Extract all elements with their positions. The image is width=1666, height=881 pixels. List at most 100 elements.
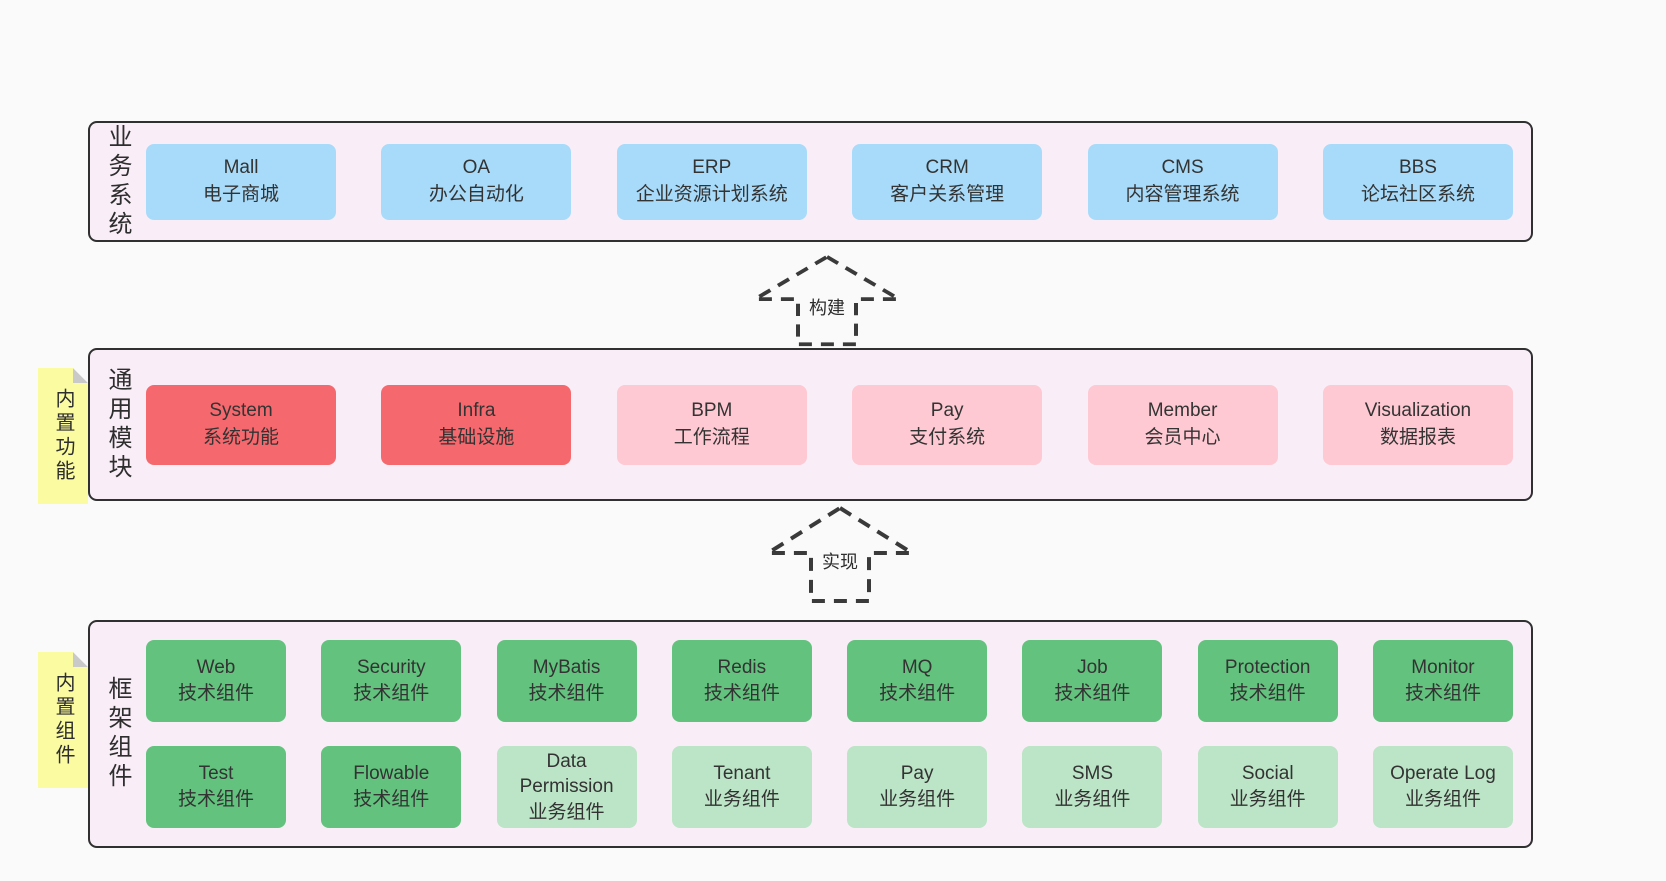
box-erp: ERP 企业资源计划系统 [616, 143, 807, 220]
box-test: Test 技术组件 [146, 746, 286, 828]
build-arrow-icon: 构建 [752, 254, 902, 348]
box-title: Member [1147, 399, 1218, 421]
box-flowable: Flowable 技术组件 [321, 746, 462, 828]
box-subtitle: 技术组件 [1229, 683, 1306, 704]
box-title: MyBatis [532, 657, 601, 679]
box-subtitle: 内容管理系统 [1125, 183, 1240, 205]
box-tenant: Tenant 业务组件 [671, 746, 812, 828]
band-common-content: System 系统功能 Infra 基础设施 BPM 工作流程 Pay 支付系统… [144, 350, 1531, 499]
box-crm: CRM 客户关系管理 [852, 143, 1043, 220]
box-subtitle: 技术组件 [528, 683, 605, 704]
band-framework-content: Web 技术组件 Security 技术组件 MyBatis 技术组件 Redi… [144, 622, 1531, 846]
box-subtitle: 业务组件 [1404, 789, 1481, 810]
box-subtitle: 办公自动化 [428, 183, 524, 205]
box-subtitle: 数据报表 [1379, 426, 1456, 448]
box-title: OA [462, 156, 491, 178]
box-row: System 系统功能 Infra 基础设施 BPM 工作流程 Pay 支付系统… [146, 384, 1513, 465]
box-member: Member 会员中心 [1087, 384, 1278, 465]
band-label-text: 通用模块 [104, 366, 131, 483]
box-subtitle: 工作流程 [673, 426, 750, 448]
box-subtitle: 技术组件 [353, 683, 430, 704]
box-row: Mall 电子商城 OA 办公自动化 ERP 企业资源计划系统 CRM 客户关系… [146, 143, 1513, 220]
box-cms: CMS 内容管理系统 [1087, 143, 1278, 220]
box-title: Protection [1224, 657, 1311, 679]
box-title: Pay [900, 763, 934, 785]
box-mybatis: MyBatis 技术组件 [496, 640, 637, 722]
box-subtitle: 业务组件 [1229, 789, 1306, 810]
box-job: Job 技术组件 [1022, 640, 1163, 722]
box-title: Flowable [353, 763, 430, 785]
box-title: Social [1241, 763, 1294, 785]
box-mq: MQ 技术组件 [847, 640, 988, 722]
sticky-note-text: 内置组件 [52, 672, 74, 768]
box-system: System 系统功能 [146, 384, 336, 465]
band-framework-label: 框架组件 [90, 622, 144, 846]
box-title: Mall [223, 156, 259, 178]
box-subtitle: 业务组件 [1054, 789, 1131, 810]
box-subtitle: 业务组件 [528, 801, 605, 823]
box-subtitle: 技术组件 [879, 683, 956, 704]
sticky-note-text: 内置功能 [52, 388, 74, 484]
implement-arrow-label: 实现 [819, 547, 861, 575]
box-title: Data Permission [519, 750, 614, 798]
band-label-text: 业务系统 [104, 123, 131, 240]
box-title: Tenant [713, 763, 771, 785]
implement-arrow-icon: 实现 [765, 505, 915, 605]
box-title: BBS [1398, 156, 1437, 178]
band-business-systems: 业务系统 Mall 电子商城 OA 办公自动化 ERP 企业资源计划系统 CRM [88, 121, 1533, 242]
box-subtitle: 技术组件 [353, 789, 430, 810]
band-common-label: 通用模块 [90, 350, 144, 499]
sticky-note-builtin-components: 内置组件 [38, 652, 88, 788]
box-visualization: Visualization 数据报表 [1322, 384, 1513, 465]
folded-corner-icon [73, 368, 88, 383]
box-pay-component: Pay 业务组件 [847, 746, 988, 828]
box-row: Web 技术组件 Security 技术组件 MyBatis 技术组件 Redi… [146, 640, 1513, 722]
box-subtitle: 技术组件 [177, 683, 254, 704]
box-bpm: BPM 工作流程 [616, 384, 807, 465]
box-title: CRM [925, 156, 969, 178]
box-social: Social 业务组件 [1197, 746, 1338, 828]
box-subtitle: 支付系统 [909, 426, 986, 448]
band-label-text: 框架组件 [104, 676, 131, 792]
band-business-content: Mall 电子商城 OA 办公自动化 ERP 企业资源计划系统 CRM 客户关系… [144, 123, 1531, 240]
box-sms: SMS 业务组件 [1022, 746, 1163, 828]
band-framework-components: 框架组件 Web 技术组件 Security 技术组件 MyBatis 技术组件… [88, 620, 1533, 848]
box-oa: OA 办公自动化 [381, 143, 572, 220]
box-operate-log: Operate Log 业务组件 [1372, 746, 1513, 828]
box-redis: Redis 技术组件 [671, 640, 812, 722]
build-arrow-label: 构建 [806, 293, 848, 322]
sticky-note-builtin-features: 内置功能 [38, 368, 88, 504]
folded-corner-icon [73, 652, 88, 667]
box-title: Monitor [1411, 657, 1475, 679]
box-subtitle: 技术组件 [1054, 683, 1131, 704]
box-title: Infra [457, 399, 496, 421]
band-business-label: 业务系统 [90, 123, 144, 240]
box-subtitle: 基础设施 [438, 426, 515, 448]
box-title: Test [198, 763, 234, 785]
box-pay-module: Pay 支付系统 [852, 384, 1043, 465]
box-bbs: BBS 论坛社区系统 [1322, 143, 1513, 220]
box-title: Security [356, 657, 426, 679]
box-web: Web 技术组件 [146, 640, 286, 722]
box-title: MQ [901, 657, 933, 679]
box-title: SMS [1071, 763, 1113, 785]
box-subtitle: 客户关系管理 [890, 183, 1005, 205]
box-subtitle: 会员中心 [1144, 426, 1221, 448]
box-data-permission: Data Permission 业务组件 [496, 746, 637, 828]
box-title: CMS [1161, 156, 1204, 178]
box-title: Pay [930, 399, 964, 421]
box-title: Operate Log [1390, 763, 1496, 785]
box-title: BPM [691, 399, 733, 421]
box-subtitle: 系统功能 [202, 426, 279, 448]
box-title: ERP [692, 156, 732, 178]
box-subtitle: 论坛社区系统 [1360, 183, 1475, 205]
box-subtitle: 企业资源计划系统 [635, 183, 788, 205]
box-title: Redis [717, 657, 767, 679]
box-mall: Mall 电子商城 [146, 143, 336, 220]
band-common-modules: 通用模块 System 系统功能 Infra 基础设施 BPM 工作流程 Pay [88, 348, 1533, 501]
box-infra: Infra 基础设施 [381, 384, 572, 465]
box-title: System [209, 399, 273, 421]
box-subtitle: 技术组件 [177, 789, 254, 810]
box-subtitle: 电子商城 [202, 183, 279, 205]
